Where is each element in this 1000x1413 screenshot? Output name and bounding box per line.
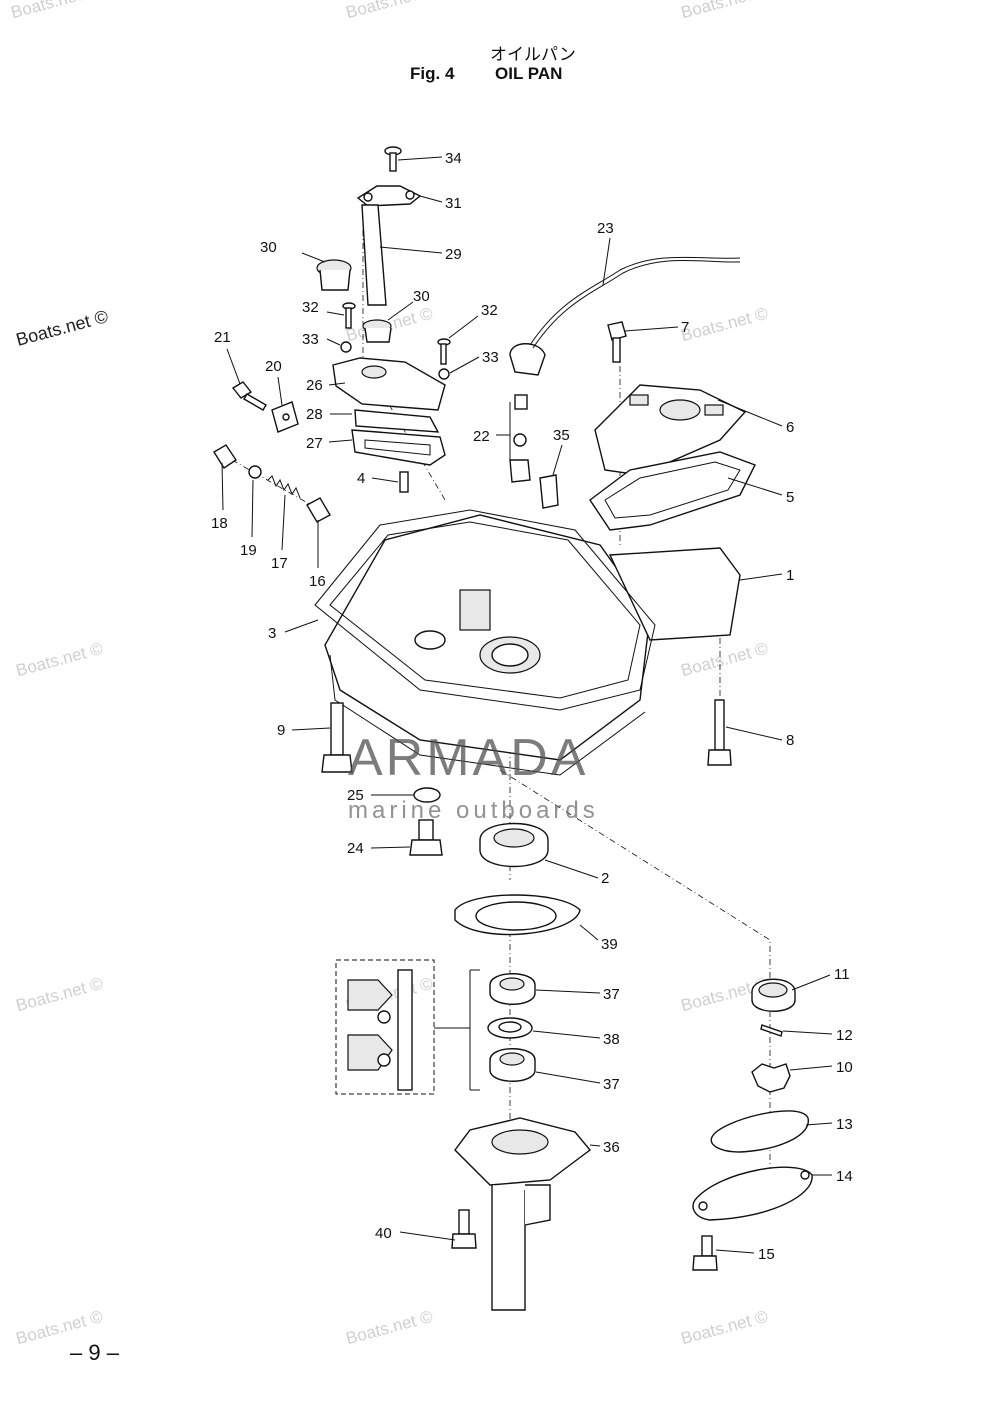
callout-label: 24 [347,840,364,857]
callout-label: 33 [302,331,319,348]
part-seal-37a [489,973,536,1005]
part-plug-24 [409,819,443,856]
callout-label: 10 [836,1059,853,1076]
part-inner-rotor-10 [751,1063,791,1093]
callout-leaders [221,156,833,1254]
part-bracket-20 [271,401,299,433]
part-seal-37b [489,1048,536,1082]
callout-label: 21 [214,329,231,346]
callout-label: 2 [601,870,609,887]
callout-label: 34 [445,150,462,167]
callout-label: 32 [481,302,498,319]
part-bolt-15 [692,1235,718,1271]
part-hose-29 [361,204,387,306]
callout-label: 35 [553,427,570,444]
part-clip-35 [539,474,559,509]
page-number: – 9 – [70,1340,119,1365]
callout-label: 33 [482,349,499,366]
part-pin-4 [399,471,409,493]
part-bolt-7 [607,321,627,363]
part-housing-36 [454,1117,592,1311]
callout-label: 3 [268,625,276,642]
part-plate-6 [594,384,747,476]
callout-label: 16 [309,573,326,590]
callout-label: 18 [211,515,228,532]
part-oil-pan-1 [324,514,741,776]
part-gasket-3 [314,509,656,711]
callout-label: 13 [836,1116,853,1133]
figure-title: OIL PAN [495,64,563,83]
callout-label: 30 [413,288,430,305]
part-lead-wire-23 [529,256,741,349]
callout-label: 37 [603,1076,620,1093]
part-screw-32a [342,302,356,329]
callout-label: 28 [306,406,323,423]
part-clamp-31 [356,185,422,207]
callout-label: 25 [347,787,364,804]
callout-label: 36 [603,1139,620,1156]
callout-label: 5 [786,489,794,506]
part-gasket-39 [454,894,581,936]
inset-seal-detail [335,959,480,1095]
part-bolt-9 [321,702,353,773]
brand-logo-subtitle: marine outboards [348,797,599,824]
callout-labels: 34 31 30 29 23 32 30 32 7 21 20 33 33 26… [211,150,853,1263]
callout-label: 39 [601,936,618,953]
callout-label: 11 [834,966,850,983]
part-valve-16 [306,497,331,523]
part-grommet-30a [316,259,352,291]
callout-label: 40 [375,1225,392,1242]
part-oring-19 [248,465,262,479]
callout-label: 14 [836,1168,853,1185]
callout-label: 37 [603,986,620,1003]
callout-label: 9 [277,722,285,739]
callout-label: 38 [603,1031,620,1048]
part-oring-13 [710,1110,809,1153]
part-screw-34 [384,146,402,172]
callout-label: 4 [357,470,365,487]
callout-label: 1 [786,567,794,584]
part-screw-32b [437,338,451,365]
callout-label: 15 [758,1246,775,1263]
callout-label: 27 [306,435,323,452]
callout-label: 20 [265,358,282,375]
brand-logo-text: ARMADA [348,729,589,787]
callout-label: 31 [445,195,462,212]
part-ring-38 [487,1017,533,1039]
part-bolt-40 [451,1209,477,1249]
figure-title-japanese: オイルパン [490,45,576,65]
callout-label: 17 [271,555,288,572]
callout-label: 26 [306,377,323,394]
part-washer-33b [438,368,450,380]
figure-number: Fig. 4 [410,64,455,83]
part-gasket-28 [354,409,440,433]
part-outer-rotor-11 [751,978,796,1012]
callout-label: 6 [786,419,794,436]
callout-label: 8 [786,732,794,749]
part-cover-14 [692,1166,813,1221]
part-pin-12 [760,1024,783,1037]
callout-label: 30 [260,239,277,256]
part-bolt-21 [231,381,267,411]
part-cover-26 [332,357,446,411]
callout-label: 32 [302,299,319,316]
part-plug-18 [213,444,237,469]
callout-label: 19 [240,542,257,559]
callout-label: 12 [836,1027,853,1044]
callout-label: 7 [681,319,689,336]
part-washer-33a [340,341,352,353]
callout-label: 22 [473,428,490,445]
callout-label: 23 [597,220,614,237]
part-seal-2 [479,822,549,868]
part-sensor-22 [509,343,546,483]
part-plate-27 [351,429,446,466]
part-bolt-8 [707,699,732,766]
part-spring-17 [267,475,301,499]
callout-label: 29 [445,246,462,263]
part-grommet-30b [362,319,392,343]
